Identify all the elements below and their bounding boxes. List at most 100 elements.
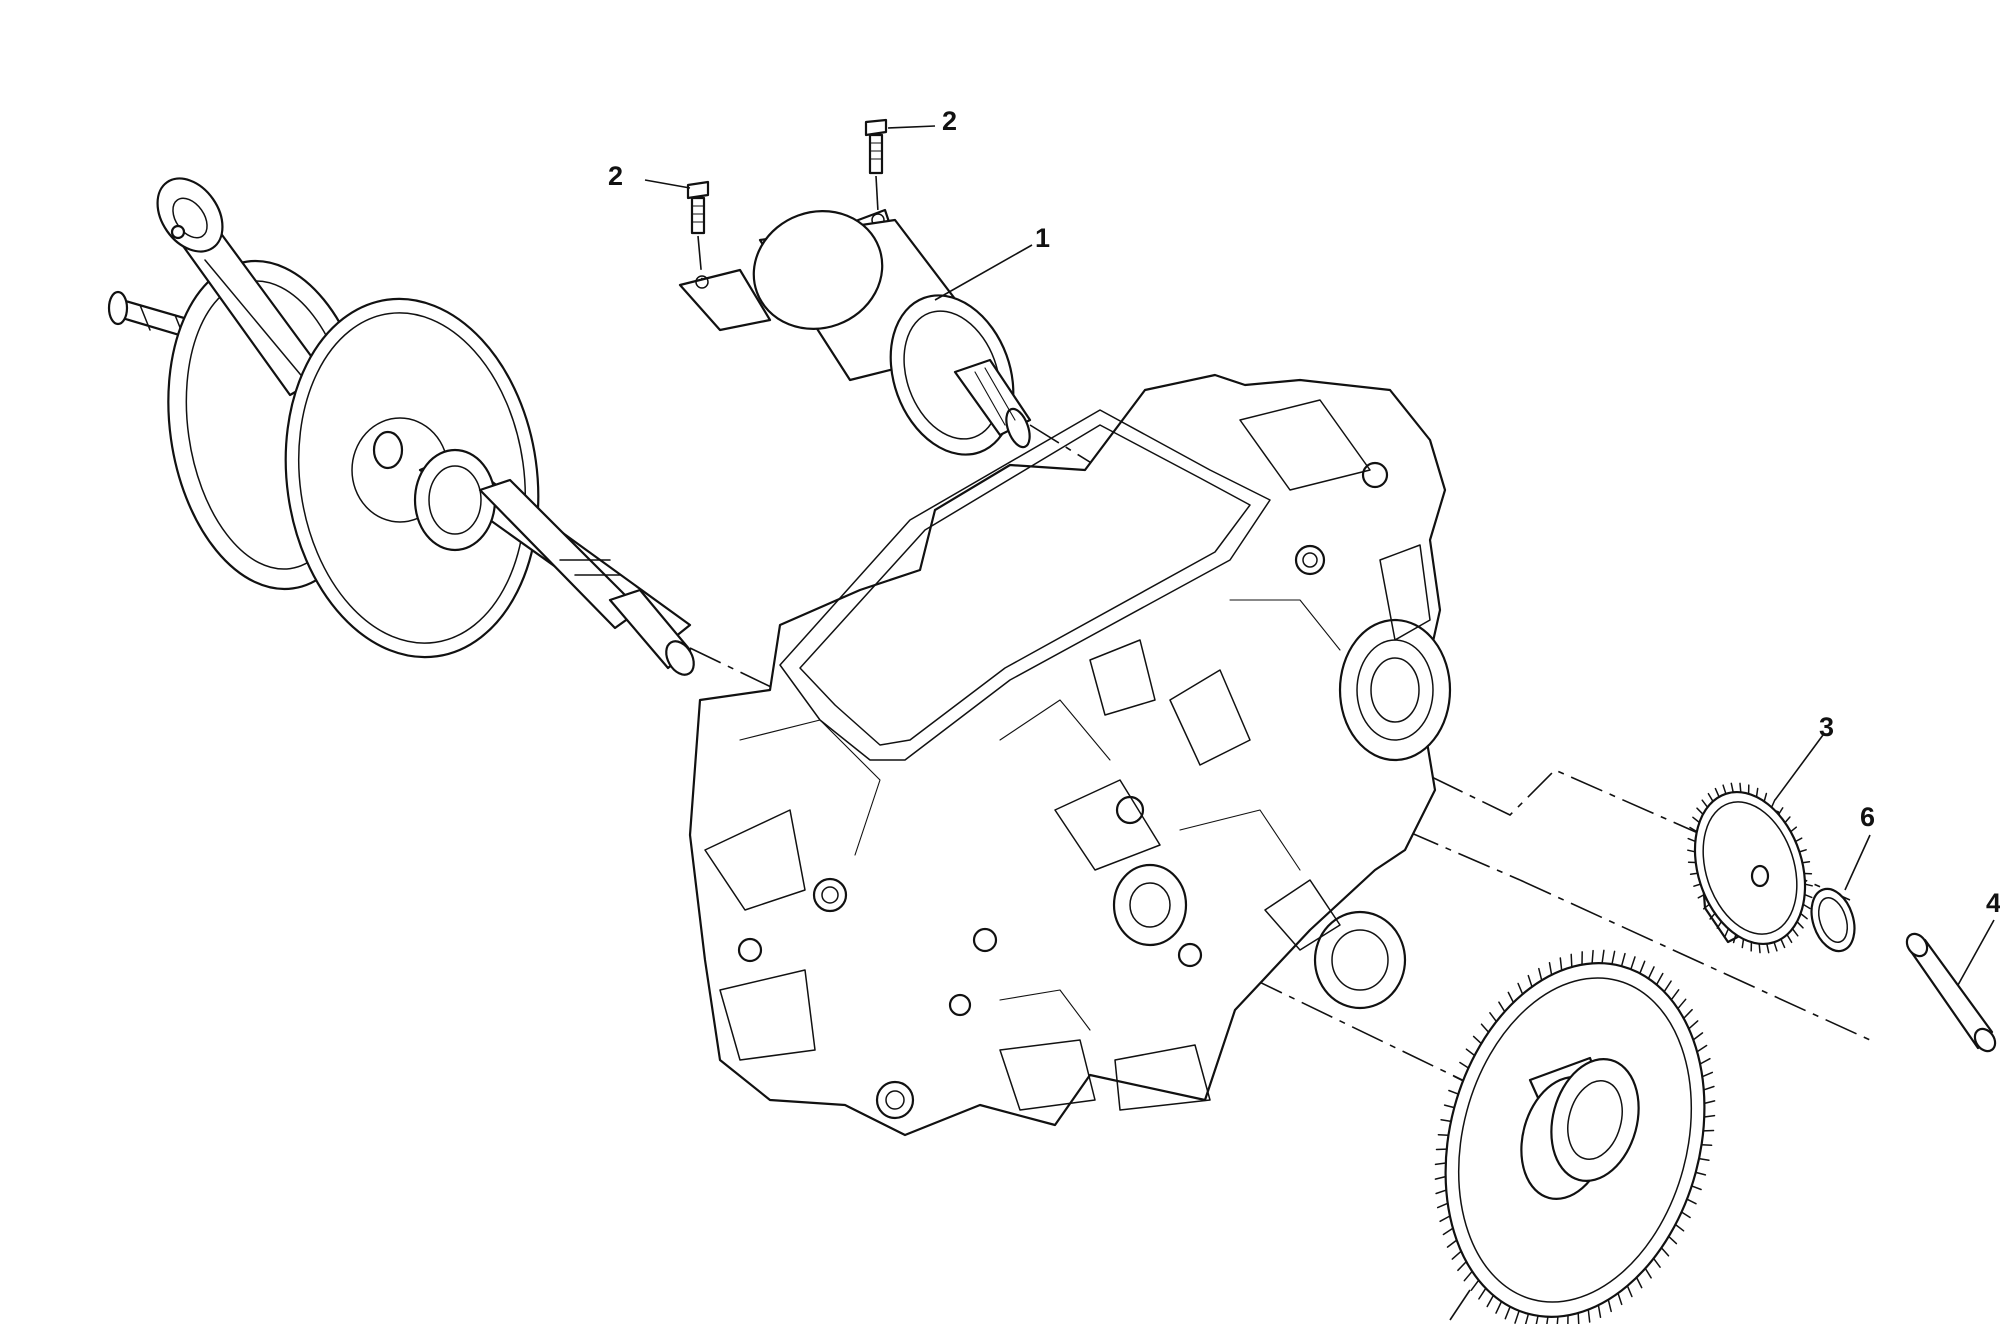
- small-idler-gear: [1687, 782, 1813, 954]
- gear-tooth: [1770, 799, 1776, 809]
- gear-tooth: [1470, 1279, 1480, 1291]
- gear-tooth: [1448, 1089, 1460, 1095]
- gear-tooth: [1504, 1305, 1511, 1320]
- gear-tooth: [1702, 903, 1711, 910]
- crankcase: [688, 373, 1452, 1137]
- gear-tooth: [1439, 1215, 1451, 1223]
- gear-tooth: [1639, 960, 1646, 975]
- gear-tooth: [1577, 1312, 1580, 1324]
- gear-tooth: [1570, 953, 1573, 968]
- gear-tooth: [1626, 1285, 1633, 1298]
- gear-tooth: [1702, 1085, 1715, 1091]
- gear-tooth: [1620, 952, 1626, 967]
- callout-4: 4: [1986, 888, 2000, 918]
- gear-tooth: [1698, 1157, 1710, 1161]
- gear-tooth: [1786, 933, 1793, 944]
- gear-tooth: [1655, 972, 1664, 986]
- gear-tooth: [1601, 949, 1605, 964]
- gear-tooth: [1443, 1104, 1456, 1109]
- gear-tooth: [1559, 957, 1563, 972]
- gear-tooth: [1630, 956, 1636, 970]
- callout-2-left: 2: [608, 161, 623, 191]
- gear-tooth: [1696, 1044, 1708, 1053]
- gear-tooth: [1716, 920, 1723, 929]
- gear-tooth: [1495, 1300, 1503, 1314]
- gear-tooth: [1436, 1202, 1449, 1209]
- gear-tooth: [1755, 787, 1759, 798]
- gear-tooth: [1784, 816, 1791, 824]
- gear-tooth: [1486, 1294, 1495, 1308]
- gear-tooth: [1459, 1061, 1470, 1069]
- gear-tooth: [1434, 1175, 1447, 1180]
- washer: [1810, 887, 1856, 953]
- gear-tooth: [1703, 1100, 1716, 1105]
- gear-tooth: [1703, 1114, 1716, 1118]
- gear-tooth: [1437, 1133, 1450, 1136]
- gear-tooth: [1739, 782, 1742, 794]
- gear-tooth: [1591, 949, 1594, 965]
- gear-tooth: [1514, 1310, 1520, 1324]
- gear-tooth: [1682, 1008, 1693, 1020]
- gear-tooth: [1517, 982, 1524, 995]
- gear-tooth: [1463, 1270, 1473, 1282]
- gear-tooth: [1803, 893, 1813, 899]
- gear-tooth: [1804, 883, 1813, 887]
- gear-tooth: [1442, 1227, 1454, 1236]
- gear-tooth: [1730, 782, 1734, 794]
- gear-tooth: [1692, 816, 1701, 824]
- gear-tooth: [1489, 1012, 1498, 1023]
- gear-tooth: [1690, 1185, 1702, 1191]
- gear-tooth: [1524, 1313, 1530, 1324]
- gear-tooth: [1699, 1057, 1711, 1065]
- gear-tooth: [1789, 826, 1798, 833]
- callout-3: 3: [1819, 712, 1834, 742]
- gear-shaft-pin: [1905, 932, 1997, 1053]
- bolt-left: [686, 180, 710, 281]
- bolt-right: [864, 118, 888, 213]
- gear-tooth: [1714, 787, 1720, 798]
- gear-tooth: [1674, 1223, 1685, 1232]
- callout-labels: 1 2 2 3 6 4: [608, 106, 2000, 918]
- gear-tooth: [1687, 849, 1696, 853]
- gear-tooth: [1722, 784, 1727, 795]
- gear-tooth: [1732, 933, 1737, 944]
- gear-tooth: [1791, 928, 1799, 937]
- gear-tooth: [1587, 1308, 1591, 1323]
- gear-tooth: [1478, 1287, 1487, 1300]
- gear-tooth: [1434, 1162, 1447, 1166]
- gear-tooth: [1546, 1316, 1549, 1324]
- callout-leaders: [644, 125, 1995, 1321]
- gear-tooth: [1472, 1035, 1483, 1045]
- callout-2-right: 2: [942, 106, 957, 136]
- gear-tooth: [1794, 837, 1803, 843]
- gear-tooth: [1689, 872, 1699, 876]
- gear-tooth: [1446, 1239, 1458, 1248]
- gear-tooth: [1451, 1250, 1462, 1260]
- gear-tooth: [1801, 860, 1811, 864]
- gear-tooth: [1597, 1304, 1602, 1318]
- gear-tooth: [1741, 938, 1745, 949]
- gear-tooth: [1453, 1075, 1464, 1082]
- gear-tooth: [1687, 837, 1697, 843]
- gear-tooth: [1617, 1292, 1623, 1306]
- gear-tooth: [1773, 941, 1778, 952]
- gear-tooth: [1535, 1315, 1539, 1324]
- gear-tooth: [1796, 920, 1804, 929]
- crankshaft-assembly: [107, 177, 695, 676]
- gear-tooth: [1440, 1119, 1452, 1123]
- large-driven-gear: [1434, 949, 1716, 1324]
- gear-tooth: [1701, 799, 1709, 808]
- gear-tooth: [1763, 792, 1768, 803]
- gear-tooth: [1607, 1298, 1612, 1313]
- callout-1: 1: [1035, 223, 1050, 253]
- gear-tooth: [1652, 1257, 1661, 1268]
- gear-tooth: [1538, 967, 1543, 982]
- gear-tooth: [1457, 1260, 1468, 1272]
- gear-tooth: [1689, 826, 1698, 833]
- gear-tooth: [1766, 942, 1770, 954]
- gear-tooth: [1799, 912, 1808, 920]
- gear-tooth: [1692, 1032, 1704, 1041]
- gear-tooth: [1670, 989, 1680, 1001]
- gear-tooth: [1660, 1247, 1670, 1257]
- gear-tooth: [1611, 950, 1616, 965]
